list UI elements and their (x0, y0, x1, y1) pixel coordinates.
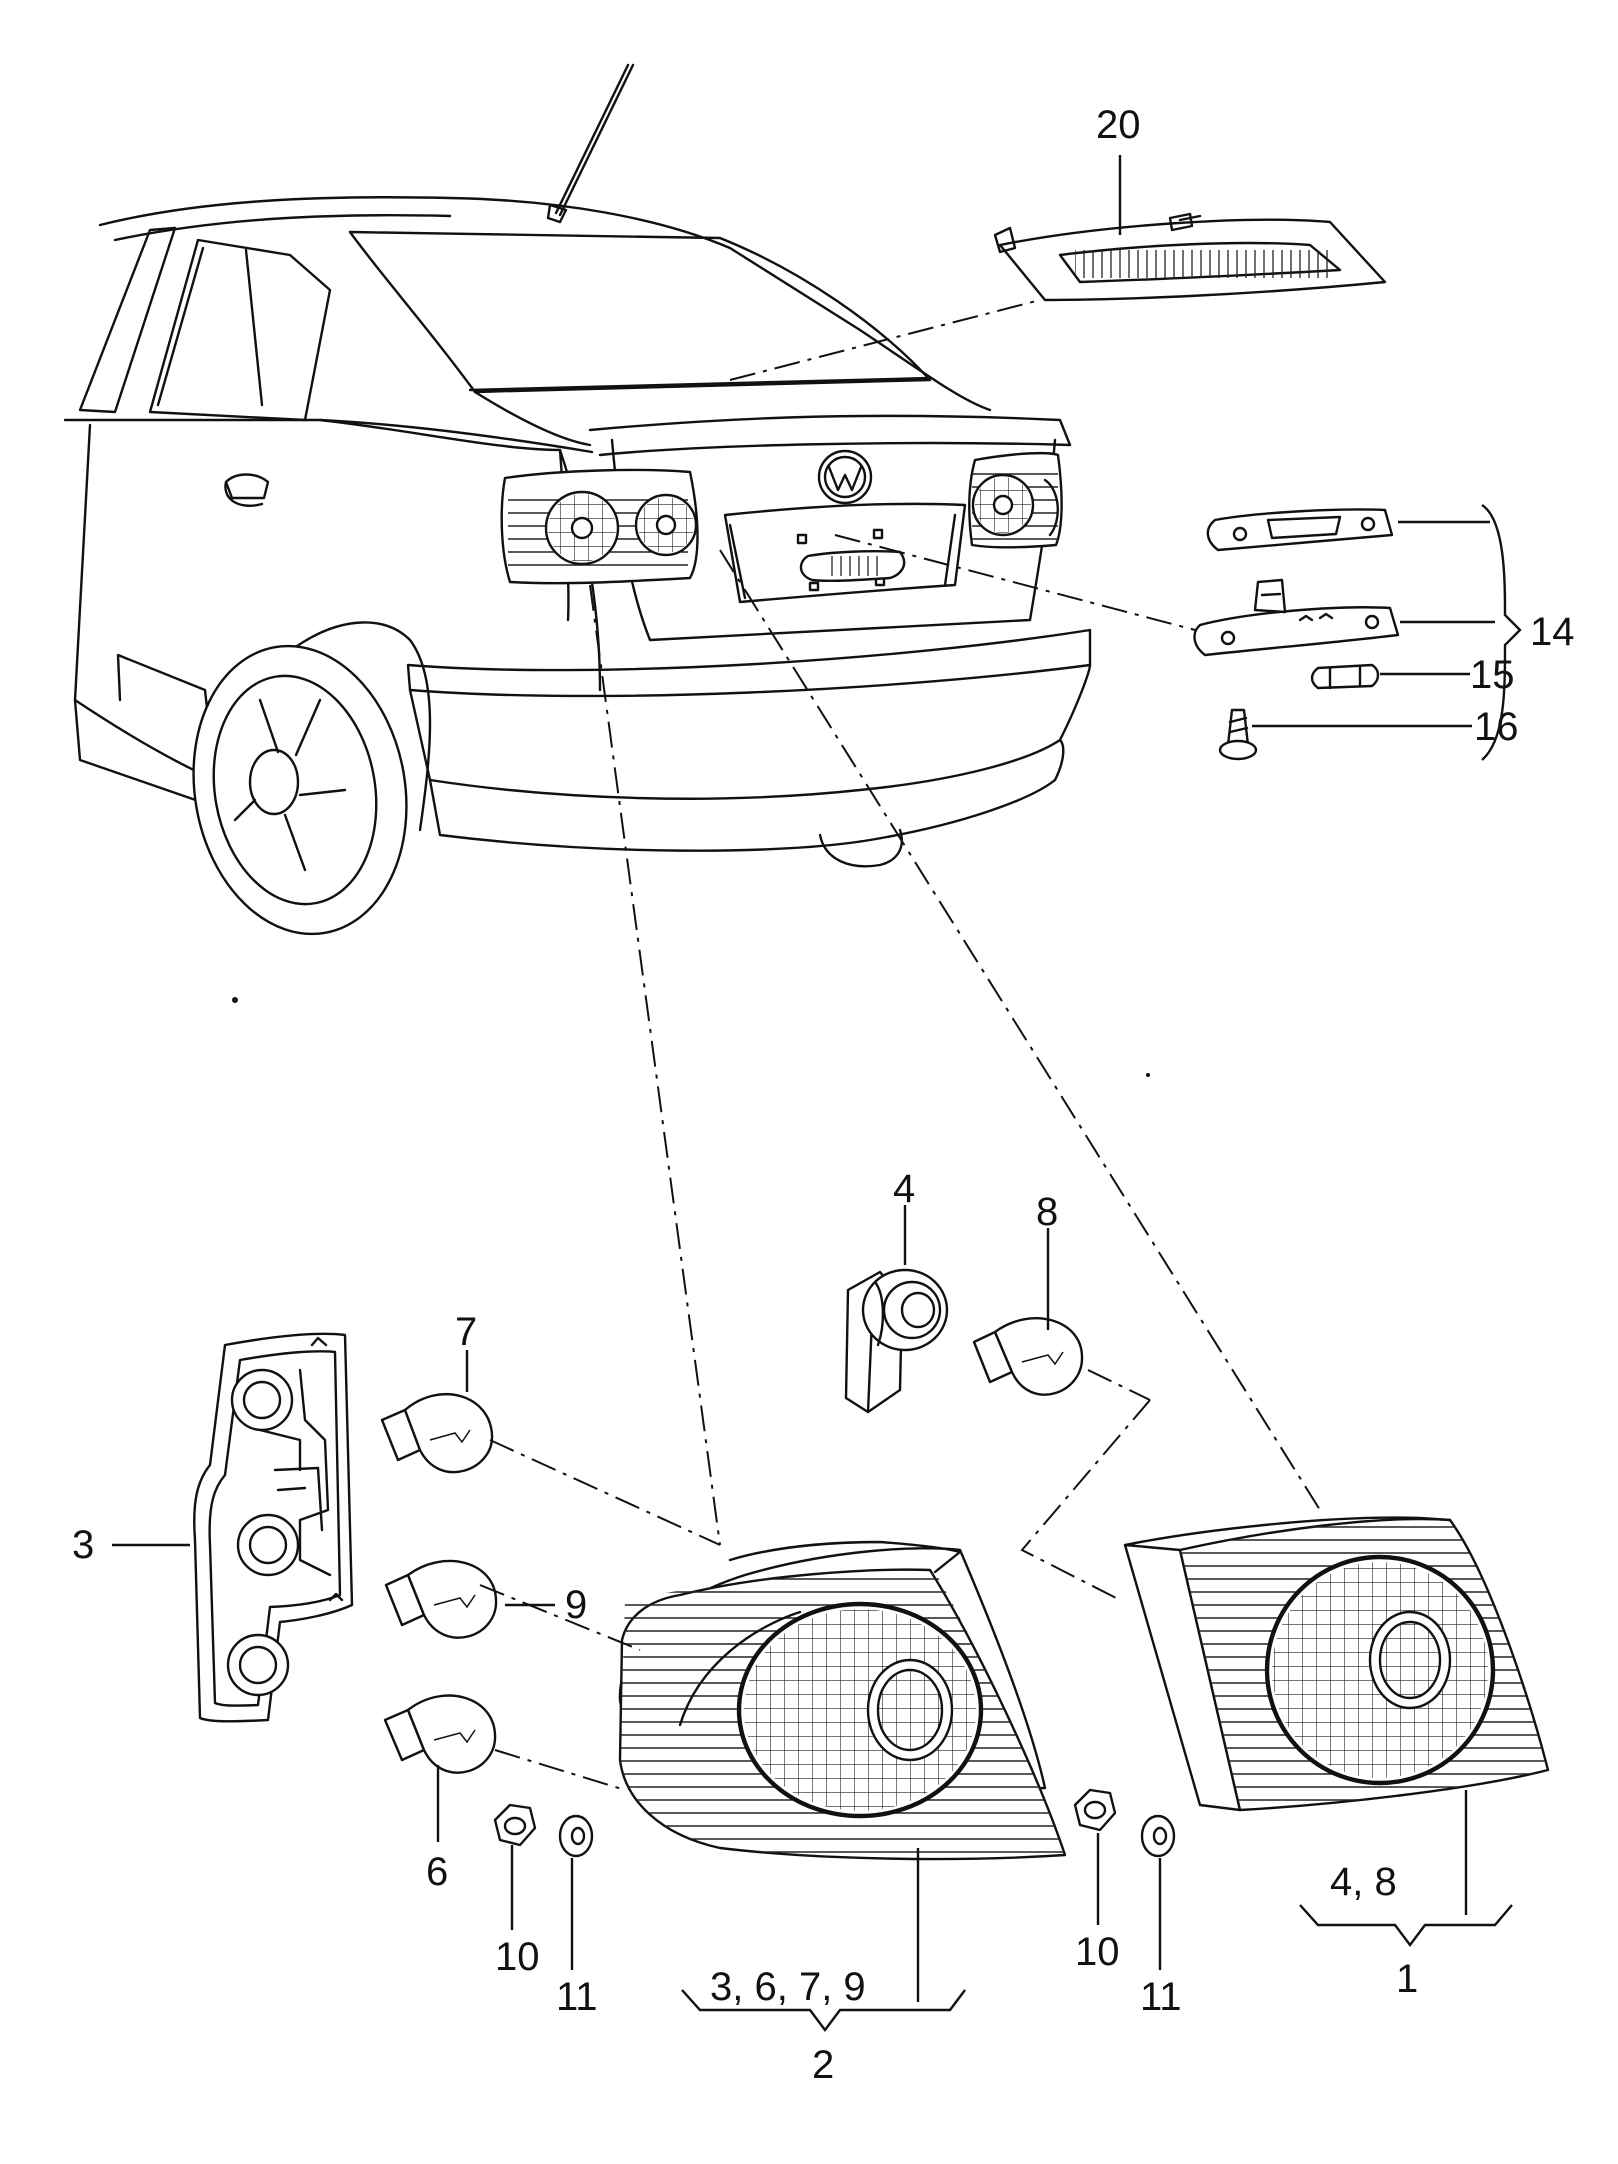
vehicle-rear-view (63, 63, 1150, 1077)
callout-4: 4 (893, 1167, 915, 1211)
bulb-part-9 (384, 1559, 498, 1639)
callout-15: 15 (1470, 653, 1515, 697)
reference-lines (479, 299, 1321, 1791)
callout-16: 16 (1474, 705, 1519, 749)
bulb-socket-part-4 (844, 1268, 949, 1414)
callout-14: 14 (1530, 610, 1575, 654)
callout-3: 3 (72, 1523, 94, 1567)
callout-9: 9 (565, 1583, 587, 1627)
callout-7: 7 (455, 1310, 477, 1354)
bulb-carrier-part-3 (193, 1332, 354, 1723)
group-2-parts: 3, 6, 7, 9 (710, 1965, 866, 2009)
high-mount-brake-light-part-20 (993, 212, 1387, 302)
nut-part-10-right (1073, 1788, 1117, 1832)
callout-8: 8 (1036, 1190, 1058, 1234)
washer-part-11-left (558, 1814, 594, 1858)
group-2-id: 2 (812, 2043, 834, 2087)
bulb-part-8 (972, 1317, 1084, 1396)
washer-part-11-right (1140, 1814, 1176, 1858)
callout-10-right: 10 (1075, 1930, 1120, 1974)
license-plate-light-assembly-14 (1193, 508, 1400, 761)
bulb-part-7 (380, 1393, 494, 1474)
group-1-parts: 4, 8 (1330, 1860, 1397, 1904)
inner-tail-light-part-1 (1123, 1516, 1550, 1812)
callout-11-left: 11 (556, 1975, 598, 2019)
callout-10-left: 10 (495, 1935, 540, 1979)
nut-part-10-left (493, 1803, 537, 1847)
bulb-part-6 (383, 1694, 497, 1774)
callout-11-right: 11 (1140, 1975, 1182, 2019)
outer-tail-light-part-2 (618, 1540, 1067, 1861)
leader-lines (112, 155, 1522, 2032)
callout-20: 20 (1096, 103, 1141, 147)
callout-6: 6 (426, 1850, 448, 1894)
group-1-id: 1 (1396, 1957, 1418, 2001)
